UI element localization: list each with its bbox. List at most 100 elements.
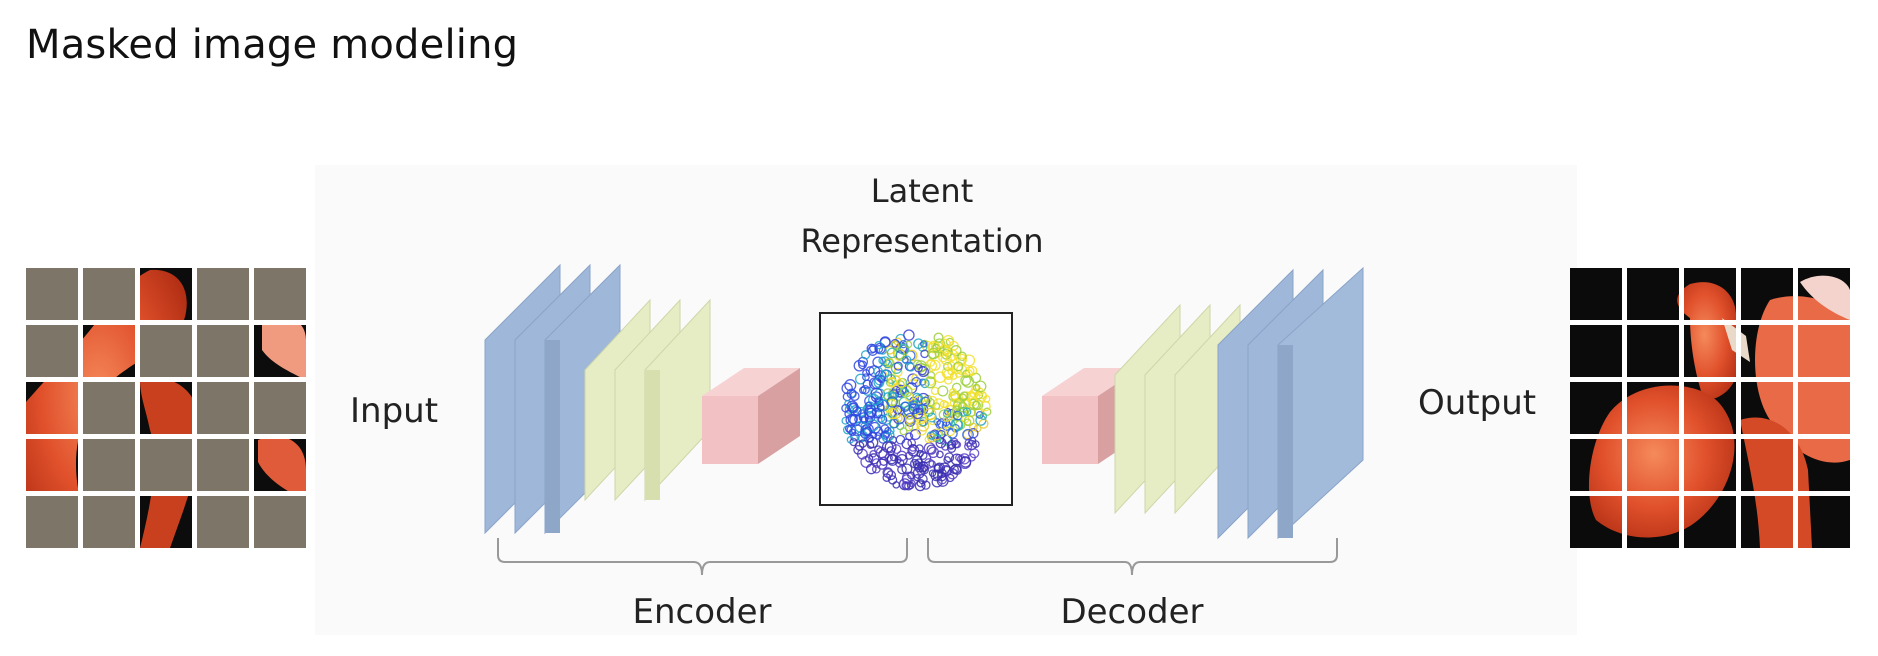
masked-patch (197, 325, 249, 377)
latent-point (953, 361, 964, 372)
latent-point (936, 450, 944, 459)
latent-point (901, 463, 913, 475)
latent-point (969, 422, 978, 432)
latent-point (882, 467, 894, 478)
latent-point (926, 397, 935, 407)
latent-label-line2: Representation (800, 222, 1043, 260)
grid-gutter (1570, 320, 1850, 325)
latent-point (919, 378, 927, 386)
latent-point (886, 470, 897, 481)
latent-point (880, 356, 891, 367)
latent-point (944, 425, 956, 437)
latent-point (868, 365, 881, 378)
latent-point (864, 454, 874, 463)
latent-point (844, 379, 857, 392)
latent-point (873, 377, 885, 388)
grid-gutter (192, 268, 197, 548)
latent-point (862, 379, 872, 389)
latent-point (911, 376, 922, 388)
latent-representation-plot (819, 312, 1013, 506)
latent-point (886, 407, 899, 420)
grid-gutter (26, 491, 306, 496)
decoder-brace (927, 538, 1338, 576)
latent-point (918, 416, 929, 427)
masked-patch (254, 268, 306, 320)
decoder-label: Decoder (1060, 592, 1203, 632)
grid-gutter (1679, 268, 1684, 548)
grid-gutter (26, 377, 306, 382)
latent-point (949, 390, 960, 401)
encoder-label: Encoder (632, 592, 771, 632)
grid-gutter (1570, 491, 1850, 496)
latent-point (927, 433, 937, 443)
grid-gutter (26, 434, 306, 439)
input-patch-grid (26, 268, 306, 548)
decoder-block (1042, 266, 1364, 540)
latent-point (947, 443, 957, 453)
masked-patch (83, 268, 135, 320)
latent-point (846, 388, 857, 399)
latent-point (975, 410, 984, 419)
encoder-block (484, 263, 800, 535)
latent-point (930, 341, 941, 352)
latent-point (904, 392, 914, 402)
latent-point (853, 444, 863, 455)
latent-point (940, 353, 952, 366)
latent-point (853, 359, 866, 372)
latent-point (932, 434, 941, 443)
latent-point (878, 346, 887, 355)
latent-point (913, 338, 924, 350)
latent-point (864, 404, 877, 418)
latent-point (893, 361, 903, 371)
latent-point (953, 352, 961, 360)
latent-point (928, 469, 937, 477)
latent-point (958, 393, 967, 402)
output-patch-grid (1570, 268, 1850, 548)
masked-patch (254, 496, 306, 548)
latent-point (939, 399, 949, 409)
latent-point (858, 412, 869, 423)
latent-point (945, 352, 956, 363)
latent-point (899, 427, 908, 436)
masked-patch (26, 268, 78, 320)
latent-point (942, 334, 955, 348)
latent-point (951, 405, 961, 415)
output-reconstructed-image (1570, 268, 1850, 548)
latent-point (916, 449, 924, 458)
latent-point (882, 473, 892, 482)
latent-point (932, 469, 944, 481)
latent-point (859, 386, 867, 395)
masked-patch (26, 496, 78, 548)
latent-point (891, 444, 902, 455)
latent-point (963, 399, 972, 408)
latent-point (901, 480, 911, 490)
latent-point (907, 471, 916, 480)
masked-patch (140, 325, 192, 377)
latent-point (918, 464, 930, 475)
latent-point (919, 340, 928, 348)
latent-point (979, 412, 988, 420)
latent-point (949, 388, 957, 396)
masked-patch (140, 439, 192, 491)
latent-point (865, 463, 877, 475)
latent-point (866, 419, 879, 432)
latent-point (886, 453, 899, 466)
latent-point (899, 387, 908, 396)
grid-gutter (26, 320, 306, 325)
grid-gutter (1570, 377, 1850, 382)
decoder-blue-layer (1277, 266, 1364, 540)
latent-point (886, 347, 898, 359)
latent-point (947, 428, 958, 439)
grid-gutter (1736, 268, 1741, 548)
latent-point (895, 458, 905, 468)
latent-point (964, 438, 974, 447)
latent-point (941, 465, 953, 477)
latent-point (982, 407, 992, 417)
latent-point (926, 444, 937, 455)
latent-point (896, 450, 908, 462)
latent-point (860, 350, 871, 360)
latent-point (927, 446, 940, 459)
latent-point (957, 351, 967, 362)
grid-gutter (1622, 268, 1627, 548)
latent-point (846, 436, 855, 444)
